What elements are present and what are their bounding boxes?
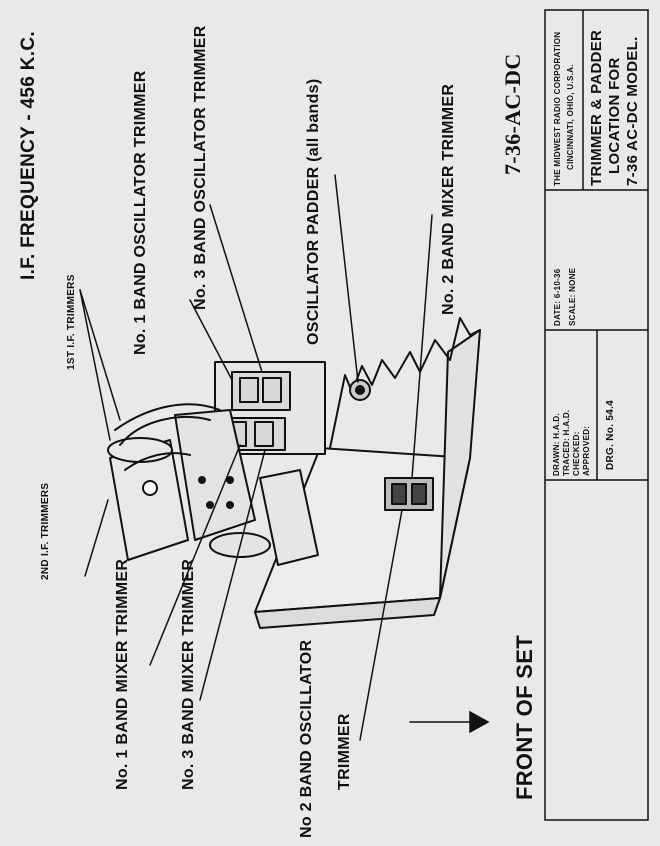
trimmer-slot-2: [262, 377, 282, 403]
coil-can-2: [174, 409, 256, 541]
if-frequency-label: I.F. FREQUENCY - 456 K.C.: [18, 31, 39, 280]
first-if-trimmers-label: 1ST I.F. TRIMMERS: [66, 274, 77, 370]
traced-by: TRACED: H.A.D.: [562, 409, 571, 476]
leader-osc-padder: [334, 174, 359, 383]
coil-can-3: [259, 469, 319, 566]
leader-first-if: [79, 289, 121, 421]
drawing-title-3: 7-36 AC-DC MODEL.: [624, 36, 641, 186]
band3-osc-trimmer-label: No. 3 BAND OSCILLATOR TRIMMER: [192, 25, 209, 310]
leader-band1-mixer: [149, 444, 241, 666]
company-city: CINCINNATI, OHIO, U.S.A.: [566, 64, 575, 170]
band1-osc-trimmer-label: No. 1 BAND OSCILLATOR TRIMMER: [132, 70, 149, 355]
drawn-by: DRAWN: H.A.D.: [552, 412, 561, 476]
trimmer-slot-1: [239, 377, 259, 403]
leader-band1-osc: [189, 299, 233, 381]
approved-by: APPROVED:: [582, 425, 591, 476]
model-code-label: 7-36-AC-DC: [500, 53, 525, 175]
drawing-scale: SCALE: NONE: [568, 267, 577, 326]
leader-band3-mixer: [199, 449, 266, 701]
leader-band3-osc: [209, 204, 263, 373]
band2-osc-trimmer-label-2: TRIMMER: [336, 713, 353, 790]
chassis-side-face: [439, 329, 481, 599]
band2-osc-trimmer-label-1: No 2 BAND OSCILLATOR: [298, 639, 315, 838]
front-arrow-head: [469, 710, 490, 734]
osc-padder-label: OSCILLATOR PADDER (all bands): [305, 78, 322, 346]
leader-band2-osc: [359, 509, 403, 741]
drawing-title-2: LOCATION FOR: [606, 57, 623, 174]
band1-mixer-trimmer-label: No. 1 BAND MIXER TRIMMER: [114, 558, 131, 790]
band3-mixer-trimmer-label: No. 3 BAND MIXER TRIMMER: [180, 558, 197, 790]
drawing-title-1: TRIMMER & PADDER: [588, 29, 605, 186]
company-name: THE MIDWEST RADIO CORPORATION: [553, 31, 562, 186]
wiring-bundle: [114, 403, 221, 471]
leader-lines: [79, 174, 490, 741]
drawing-date: DATE: 6-10-36: [553, 268, 562, 326]
front-of-set-label: FRONT OF SET: [512, 635, 537, 800]
chassis-front-face: [254, 597, 441, 629]
band2-mixer-trimmer-label: No. 2 BAND MIXER TRIMMER: [440, 83, 457, 315]
leader-band2-mixer: [411, 214, 433, 479]
drawing-number: DRG. No. 54.4: [605, 399, 616, 470]
leader-second-if: [84, 499, 109, 577]
trimmer-slot-4: [254, 421, 274, 447]
checked-by: CHECKED:: [572, 431, 581, 476]
coil-can-1-top: [107, 437, 173, 463]
title-block-frame: [544, 9, 649, 821]
second-if-trimmers-label: 2ND I.F. TRIMMERS: [40, 482, 51, 580]
